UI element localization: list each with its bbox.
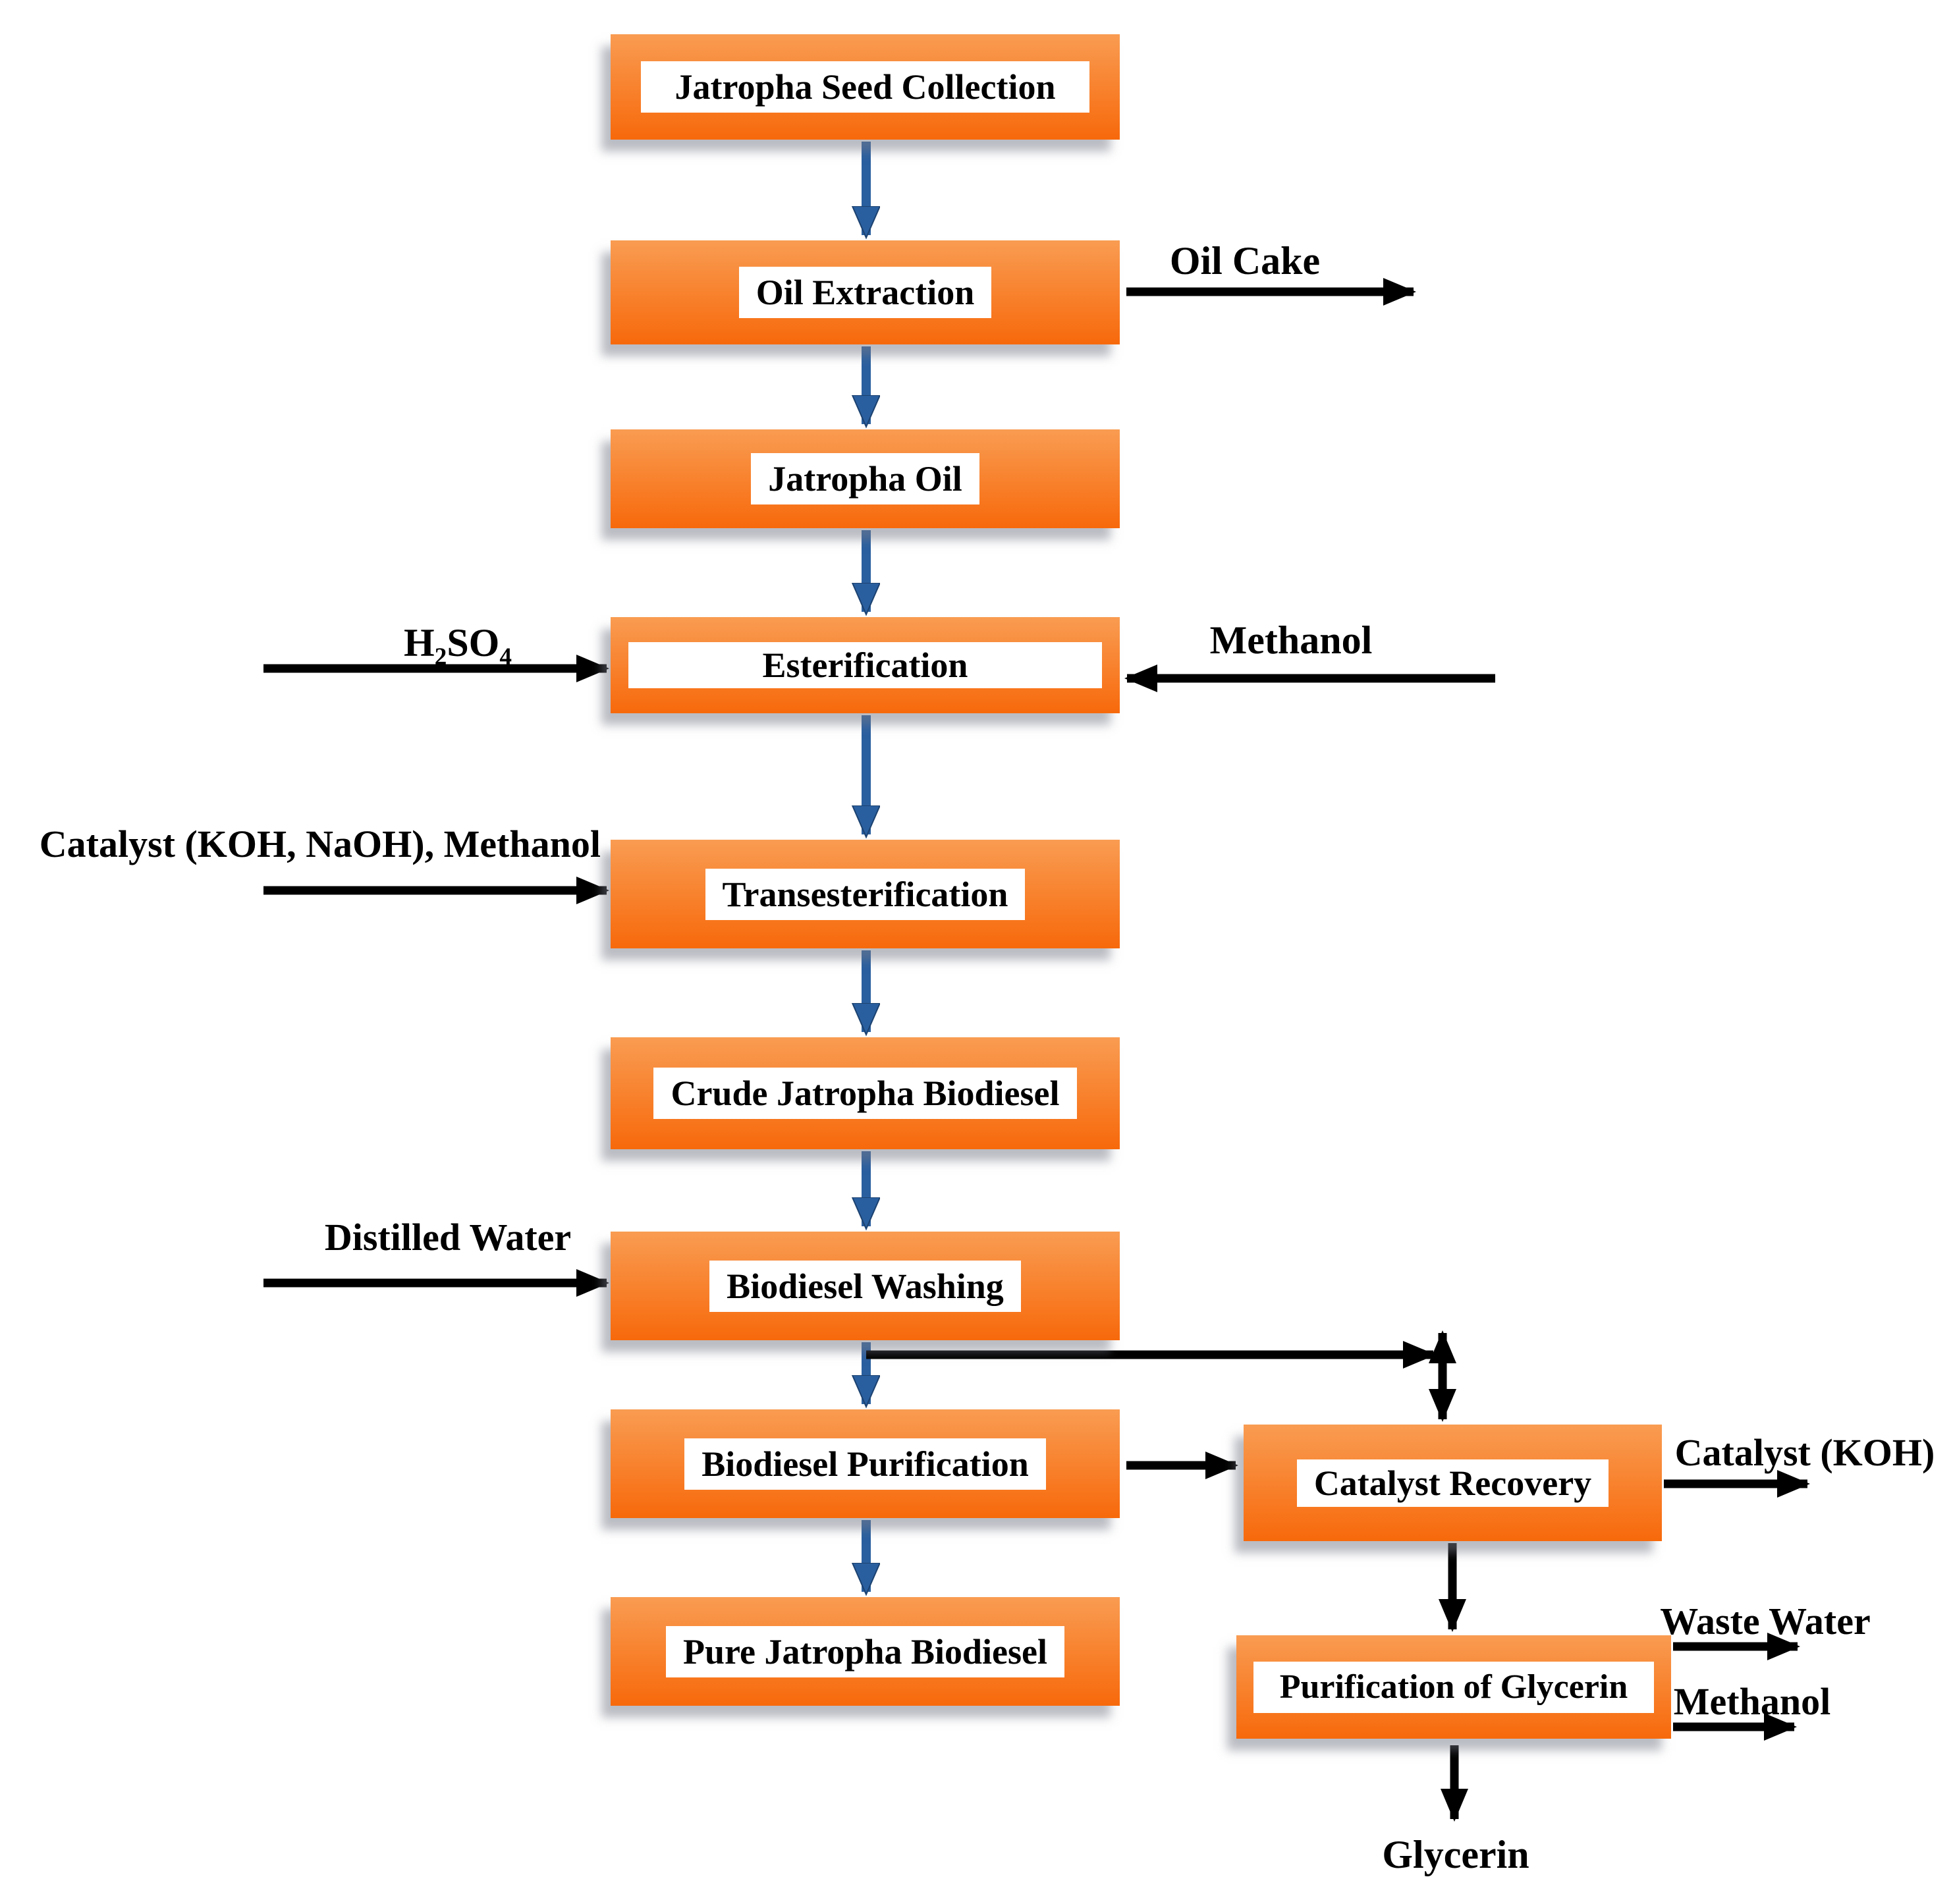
label-methanol-in: Methanol: [1209, 618, 1373, 662]
node-label: Oil Extraction: [738, 267, 992, 318]
node-biodiesel-purification: Biodiesel Purification: [611, 1409, 1120, 1518]
node-label: Catalyst Recovery: [1296, 1459, 1609, 1507]
node-biodiesel-washing: Biodiesel Washing: [611, 1232, 1120, 1340]
node-transesterification: Transesterification: [611, 840, 1120, 948]
node-catalyst-recovery: Catalyst Recovery: [1244, 1425, 1662, 1541]
node-pure-jatropha-biodiesel: Pure Jatropha Biodiesel: [611, 1597, 1120, 1706]
label-glycerin: Glycerin: [1382, 1833, 1529, 1876]
label-h2so4: H2SO4: [404, 621, 512, 670]
label-catalyst-in: Catalyst (KOH, NaOH), Methanol: [39, 823, 601, 865]
node-label: Jatropha Oil: [751, 453, 979, 504]
node-label: Pure Jatropha Biodiesel: [665, 1625, 1065, 1677]
label-distilled-water: Distilled Water: [324, 1216, 572, 1259]
node-crude-jatropha-biodiesel: Crude Jatropha Biodiesel: [611, 1037, 1120, 1149]
node-label: Biodiesel Washing: [709, 1260, 1021, 1312]
node-label: Purification of Glycerin: [1253, 1661, 1654, 1713]
node-purification-of-glycerin: Purification of Glycerin: [1236, 1635, 1671, 1739]
node-esterification: Esterification: [611, 617, 1120, 713]
node-label: Transesterification: [705, 868, 1026, 920]
label-oil-cake: Oil Cake: [1169, 239, 1321, 283]
node-jatropha-seed-collection: Jatropha Seed Collection: [611, 34, 1120, 140]
node-jatropha-oil: Jatropha Oil: [611, 429, 1120, 528]
node-label: Jatropha Seed Collection: [641, 61, 1089, 113]
node-label: Esterification: [628, 642, 1102, 688]
node-oil-extraction: Oil Extraction: [611, 240, 1120, 344]
label-methanol-out: Methanol: [1673, 1680, 1831, 1723]
node-label: Crude Jatropha Biodiesel: [653, 1068, 1077, 1119]
label-waste-water: Waste Water: [1660, 1600, 1871, 1643]
label-catalyst-koh-out: Catalyst (KOH): [1674, 1431, 1935, 1474]
node-label: Biodiesel Purification: [684, 1438, 1046, 1490]
